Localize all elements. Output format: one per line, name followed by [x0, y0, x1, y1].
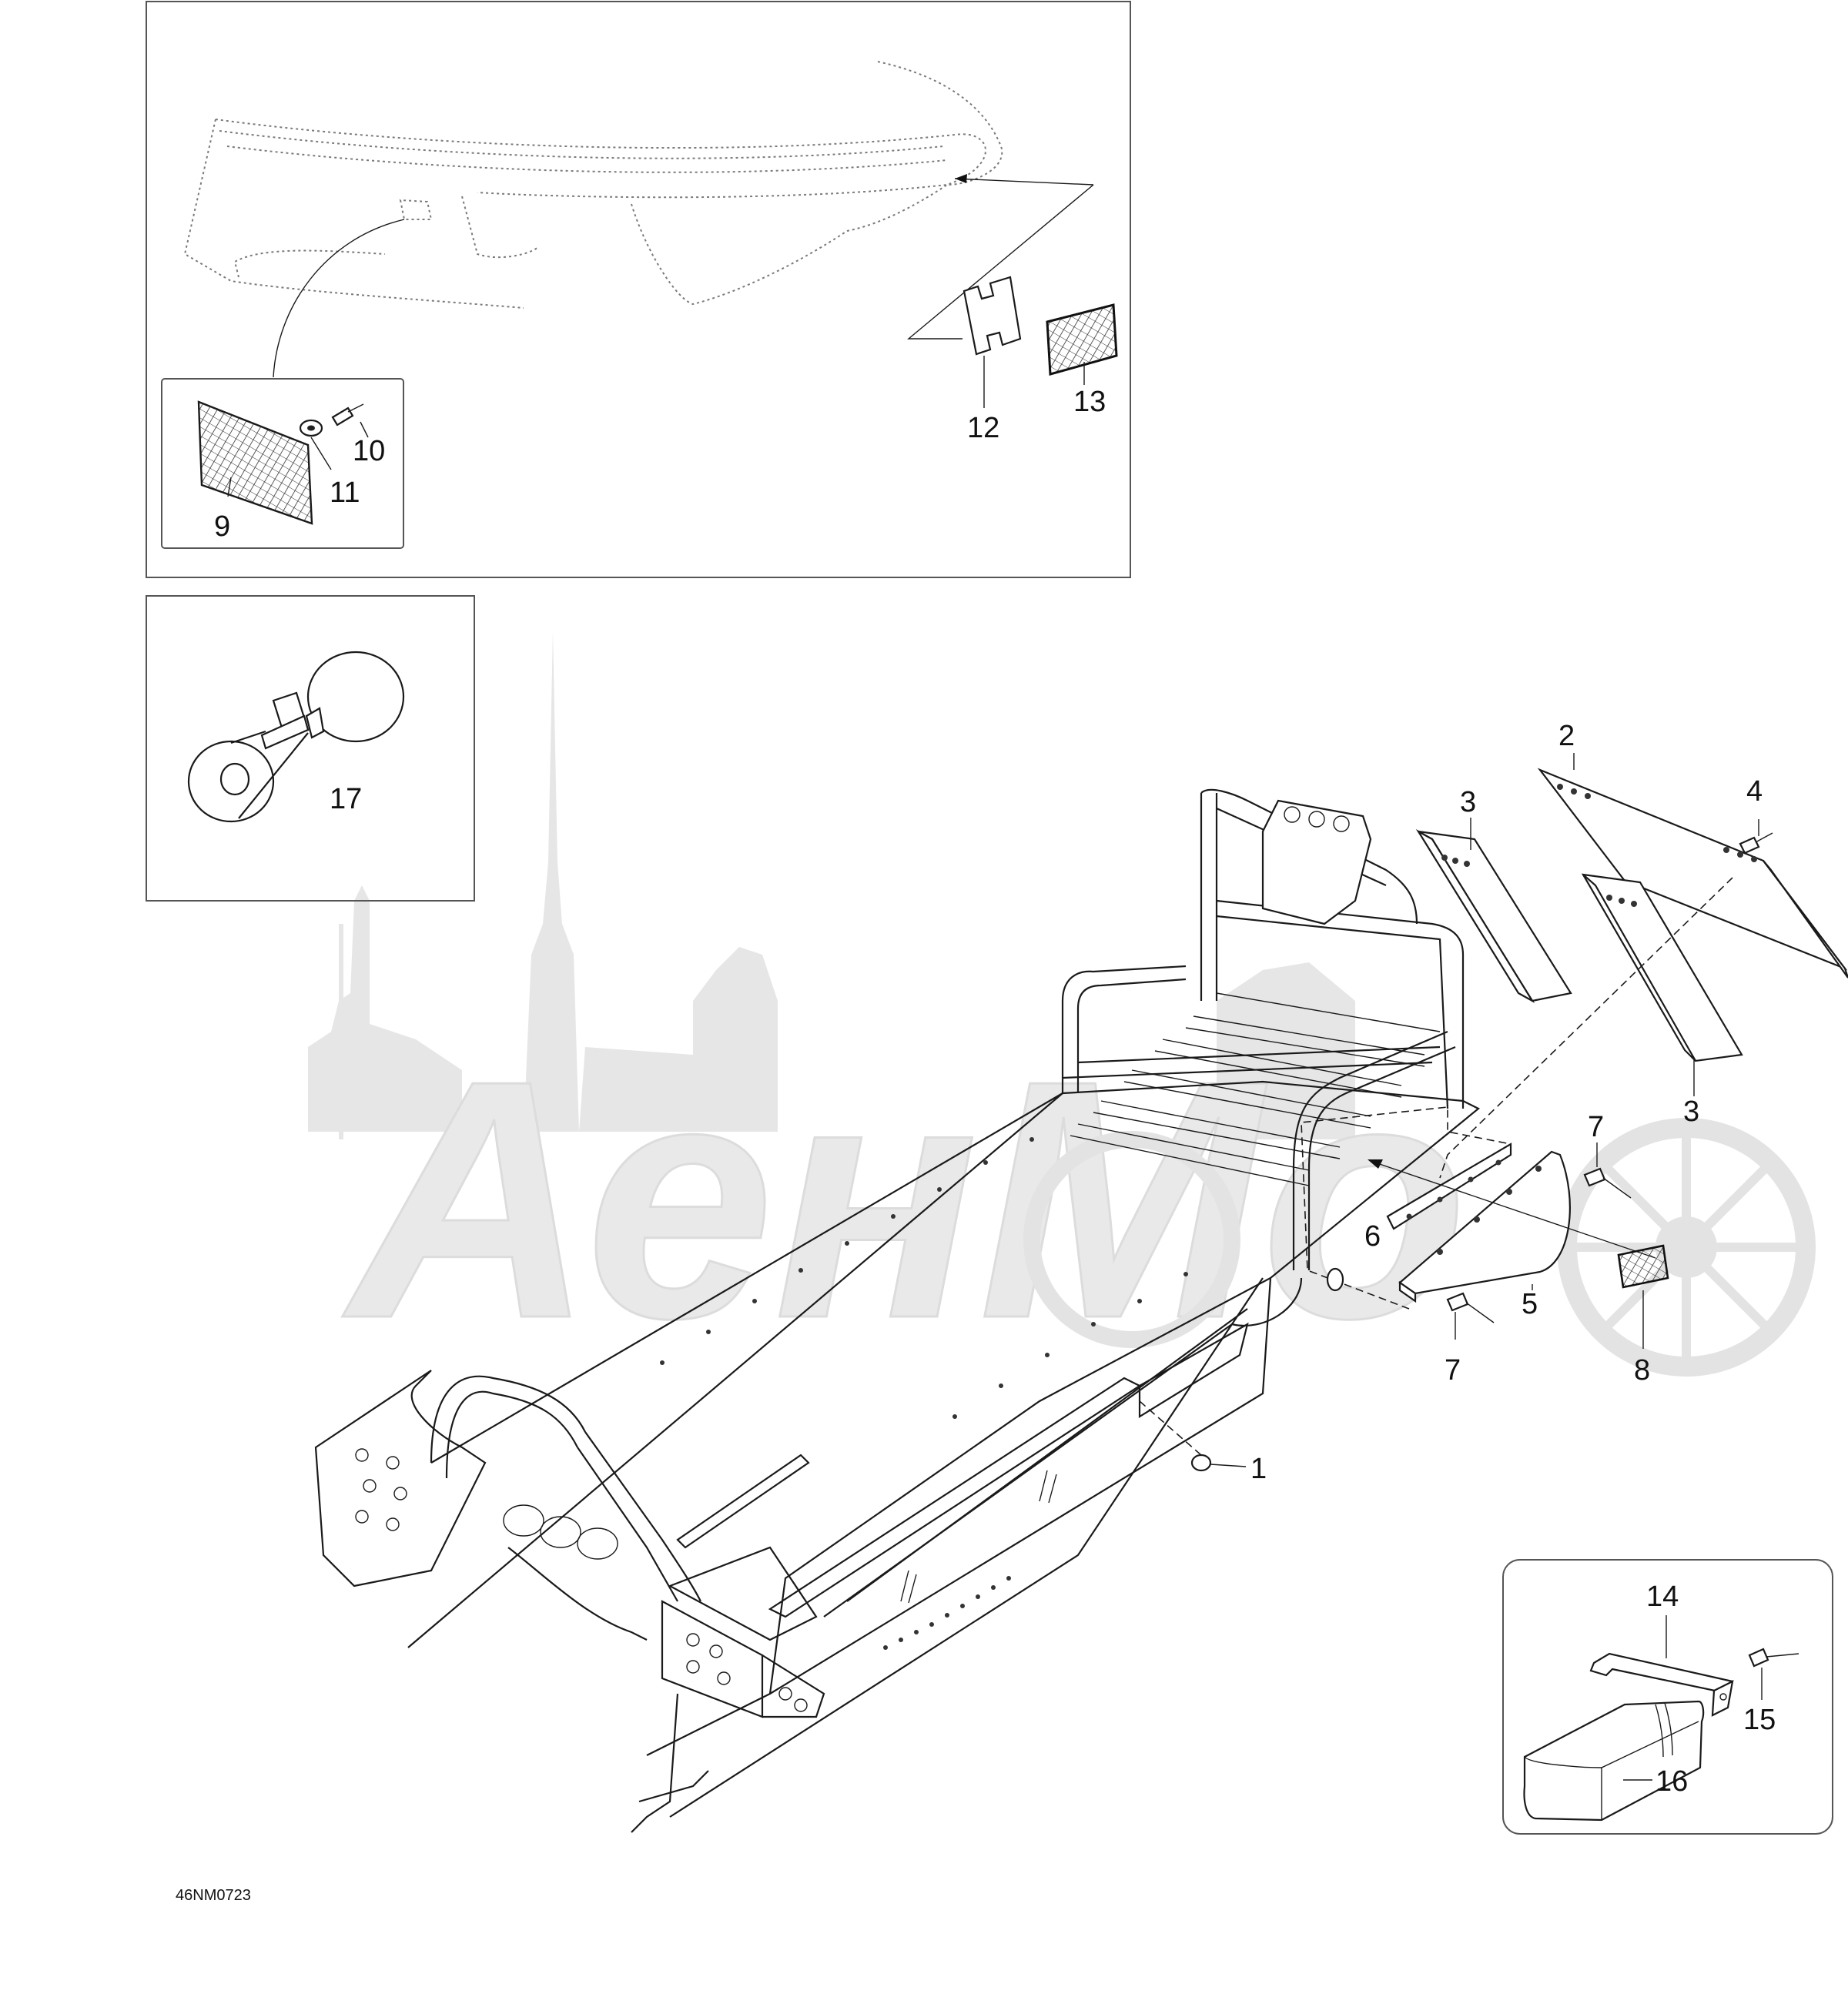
snow-guard-5	[1398, 1150, 1571, 1303]
horn-17	[187, 651, 405, 823]
reflector-decal-13	[1046, 303, 1118, 376]
callout-6: 6	[1364, 1220, 1381, 1253]
watermark-text: АенМо	[339, 1011, 1468, 1389]
callout-14: 14	[1646, 1581, 1679, 1613]
callout-8: 8	[1634, 1354, 1650, 1387]
rear-rack-frame	[314, 788, 1481, 1833]
watermark-skyline	[308, 631, 1355, 1139]
horn-inset: 17	[146, 595, 475, 902]
mud-flap-3	[1415, 828, 1572, 1004]
washer-11	[299, 419, 323, 437]
snow-flap-2	[1537, 768, 1848, 979]
callout-12: 12	[967, 412, 999, 444]
callout-17: 17	[330, 783, 362, 815]
kit-inset: 14 15 16	[1502, 1559, 1833, 1835]
callout-3-upper: 3	[1460, 786, 1476, 818]
washer	[1326, 1267, 1344, 1292]
callout-11: 11	[330, 477, 360, 509]
seat-pad-16	[1523, 1700, 1705, 1822]
callout-7-upper: 7	[1588, 1111, 1604, 1143]
plug-1	[1139, 1400, 1247, 1472]
clip-12	[962, 276, 1022, 356]
callout-1: 1	[1250, 1453, 1267, 1485]
callout-5: 5	[1522, 1288, 1538, 1320]
hood-outline	[183, 61, 1003, 309]
callout-15: 15	[1743, 1704, 1776, 1736]
hood-inset: 10 11 9 12 13	[146, 1, 1131, 578]
callout-16: 16	[1656, 1765, 1688, 1798]
rivet-4	[1739, 819, 1773, 855]
callout-10: 10	[353, 435, 385, 467]
drawing-code: 46NM0723	[176, 1887, 251, 1904]
reflector-8	[1617, 1244, 1669, 1289]
bracket-14	[1589, 1652, 1734, 1717]
callout-3-lower: 3	[1683, 1096, 1699, 1128]
callout-7-lower: 7	[1445, 1354, 1461, 1387]
callout-2: 2	[1558, 720, 1575, 752]
watermark-wheel	[1023, 1118, 1816, 1377]
callout-13: 13	[1073, 386, 1106, 418]
rivet-7-lower	[1446, 1292, 1495, 1340]
support-bar-6	[1386, 1143, 1512, 1230]
rivet-7-upper	[1583, 1143, 1632, 1199]
reflector-decal-9	[197, 400, 313, 525]
callout-9: 9	[214, 510, 230, 543]
rivet-15	[1748, 1648, 1799, 1700]
screw-10	[331, 403, 364, 427]
callout-4: 4	[1746, 775, 1763, 808]
